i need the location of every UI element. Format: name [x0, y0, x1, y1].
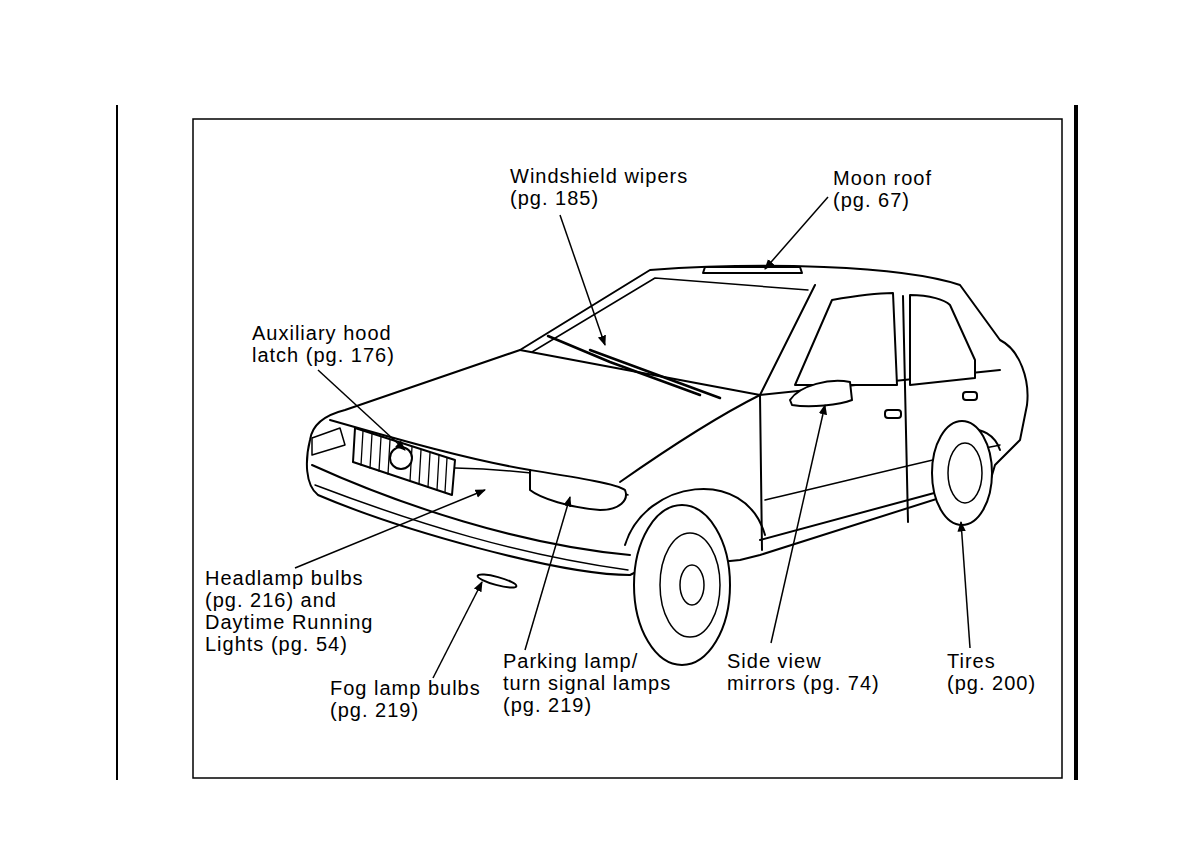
callout-label: Parking lamp/ turn signal lamps (pg. 219…: [503, 650, 677, 716]
grille-bar: [419, 450, 421, 484]
callout-label: Auxiliary hood latch (pg. 176): [252, 322, 404, 366]
hood-side: [620, 395, 760, 482]
grille-bar: [361, 431, 363, 465]
grille-bars: [361, 431, 447, 492]
leader-line: [433, 582, 482, 678]
door-handle: [963, 392, 977, 400]
side-mirror: [790, 381, 852, 406]
page-bar: [1074, 105, 1078, 780]
figure-frame: [193, 119, 1062, 778]
car-body-group: [307, 266, 1028, 665]
callout-label: Side view mirrors (pg. 74): [727, 650, 889, 694]
bumper-line: [315, 485, 628, 570]
grille-bar: [370, 434, 372, 468]
callout-label: Headlamp bulbs (pg. 216) and Daytime Run…: [205, 567, 405, 655]
door-edge: [903, 296, 908, 522]
grille-bar: [379, 437, 381, 471]
grille-bar: [428, 453, 430, 487]
wheel-rim: [660, 533, 720, 637]
leader-line: [961, 522, 970, 648]
wheel-rim: [948, 443, 982, 503]
page-rule: [116, 105, 118, 780]
grille-bar: [445, 458, 447, 492]
side-window: [795, 293, 897, 385]
callout-label: Tires (pg. 200): [947, 650, 1039, 694]
side-window: [910, 295, 975, 385]
headlamp: [530, 470, 626, 510]
tire: [634, 505, 730, 665]
leader-line: [318, 370, 405, 450]
tire: [932, 421, 992, 525]
moon-roof: [703, 267, 802, 273]
door-handle: [885, 410, 901, 418]
leader-line: [765, 197, 828, 269]
fog-lamp: [477, 572, 518, 590]
headlamp: [312, 428, 345, 455]
grille-emblem: [390, 447, 412, 469]
grille-bar: [437, 455, 439, 490]
leader-lines: [295, 197, 970, 678]
wiper: [590, 350, 720, 398]
leader-line: [771, 405, 825, 643]
grille: [353, 428, 455, 495]
leader-line: [525, 497, 570, 650]
leader-line: [560, 215, 605, 345]
callout-label: Windshield wipers (pg. 185): [510, 165, 710, 209]
callout-label: Moon roof (pg. 67): [833, 167, 945, 211]
callout-label: Fog lamp bulbs (pg. 219): [330, 677, 492, 721]
leader-line: [295, 490, 485, 568]
wiper: [548, 336, 700, 395]
windshield-inner: [532, 278, 808, 352]
wheel-hub: [680, 565, 704, 605]
